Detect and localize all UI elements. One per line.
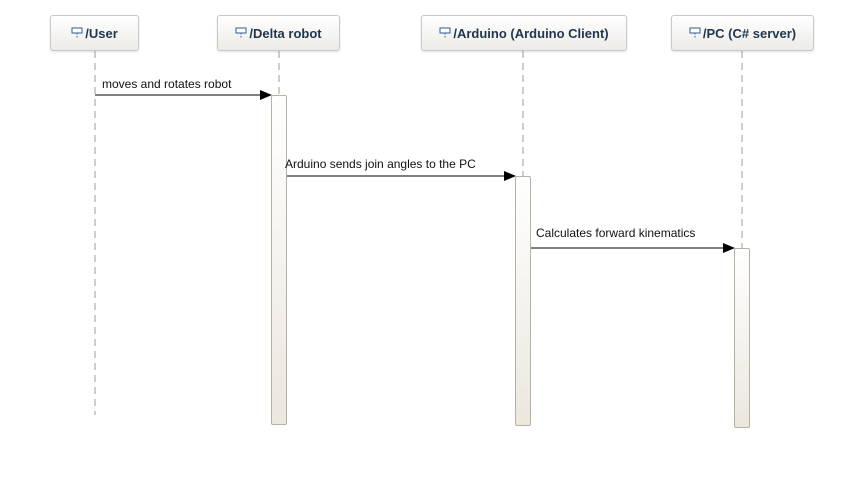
message-label: Arduino sends join angles to the PC (285, 157, 476, 171)
activation-bar-delta-robot[interactable] (271, 95, 287, 425)
lifeline-icon (71, 27, 83, 39)
message-label: Calculates forward kinematics (536, 226, 696, 240)
lifeline-icon (439, 27, 451, 39)
lifeline-label: /PC (C# server) (702, 25, 797, 41)
lifeline-icon (689, 27, 701, 39)
lifeline-label: /Arduino (Arduino Client) (453, 25, 609, 41)
lifeline-icon (235, 27, 247, 39)
lifeline-head-arduino[interactable]: /Arduino (Arduino Client) (421, 15, 627, 51)
message-label: moves and rotates robot (102, 77, 232, 91)
activation-bar-arduino[interactable] (515, 176, 531, 426)
lifeline-label: /User (85, 25, 118, 41)
lifeline-label: /Delta robot (249, 25, 322, 41)
activation-bar-pc[interactable] (734, 248, 750, 428)
lifeline-head-user[interactable]: /User (50, 15, 139, 51)
lifeline-head-delta-robot[interactable]: /Delta robot (217, 15, 340, 51)
lifeline-head-pc[interactable]: /PC (C# server) (671, 15, 814, 51)
